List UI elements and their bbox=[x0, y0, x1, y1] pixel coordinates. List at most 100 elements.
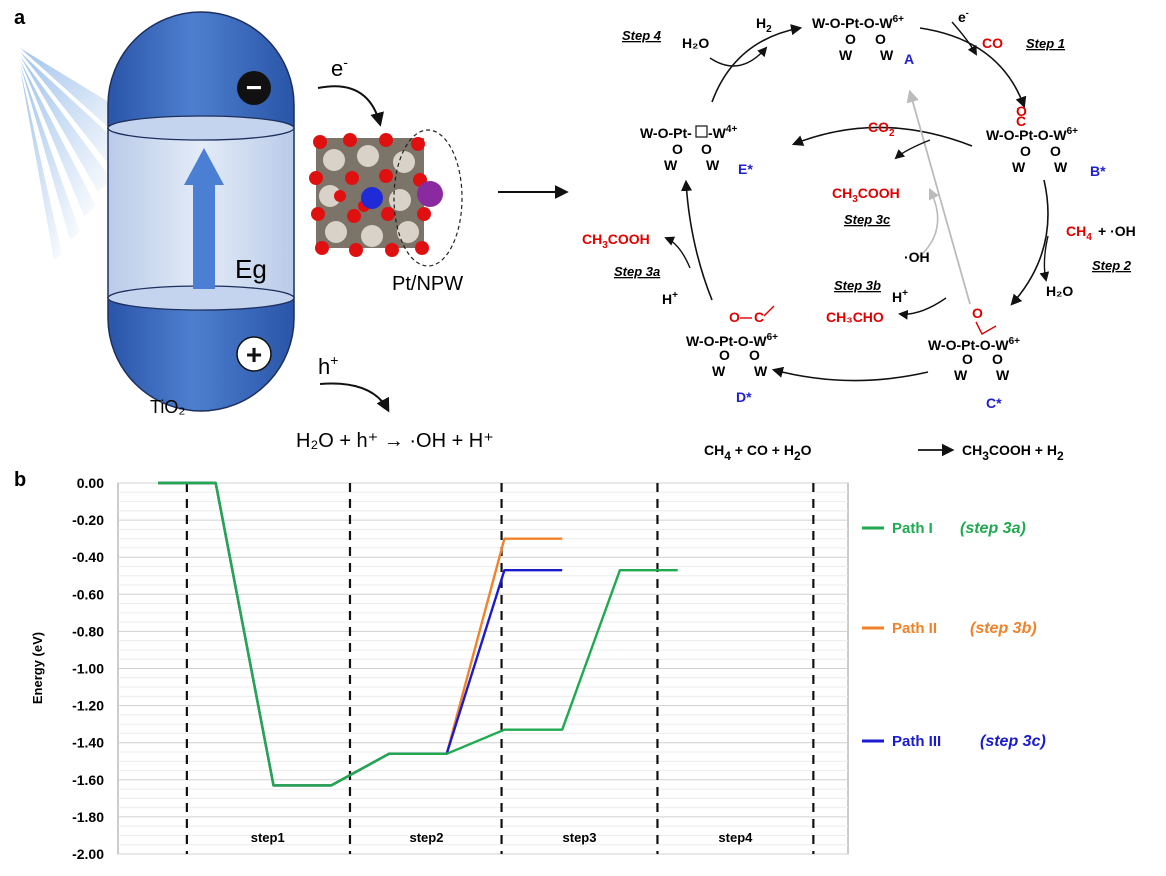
species-c-o-left: O bbox=[962, 351, 973, 367]
energy-chart: 0.00-0.20-0.40-0.60-0.80-1.00-1.20-1.40-… bbox=[30, 475, 1046, 862]
y-tick-label: -0.80 bbox=[72, 623, 104, 639]
ch3cho-out-arrow-icon bbox=[898, 297, 947, 320]
legend-series-step: (step 3a) bbox=[960, 520, 1026, 537]
y-tick-label: -1.40 bbox=[72, 735, 104, 751]
species-d-o: O bbox=[729, 309, 740, 325]
ch3cooh-3c-product: CH3COOH bbox=[832, 185, 900, 205]
species-e-o-right: O bbox=[701, 141, 712, 157]
chart-legend: Path I (step 3a) Path II (step 3b) Path III (… bbox=[862, 520, 1046, 750]
species-c-w-right: W bbox=[996, 367, 1010, 383]
step-axis-label: step1 bbox=[251, 830, 285, 845]
oh-3c: ·OH bbox=[904, 249, 930, 265]
species-a-fragment: W-O-Pt-O-W6+ bbox=[812, 14, 904, 31]
h2-out-arrow-icon bbox=[709, 46, 768, 67]
species-a-w-left: W bbox=[839, 47, 853, 63]
y-axis-label: Energy (eV) bbox=[30, 632, 45, 704]
band-gap-label: Eg bbox=[235, 254, 267, 284]
y-tick-label: -1.80 bbox=[72, 809, 104, 825]
ch4-reagent: CH4 bbox=[1066, 223, 1092, 243]
step1-label: Step 1 bbox=[1026, 36, 1065, 51]
ch3cooh-3a-product: CH3COOH bbox=[582, 231, 650, 251]
species-c-w-left: W bbox=[954, 367, 968, 383]
cycle-arrow-b-e-icon bbox=[791, 126, 973, 147]
legend-series-step: (step 3c) bbox=[980, 733, 1046, 750]
species-e-fragment-right: -W4+ bbox=[708, 124, 737, 141]
species-b-w-left: W bbox=[1012, 159, 1026, 175]
support-label: TiO₂ bbox=[150, 397, 185, 417]
y-tick-label: -1.00 bbox=[72, 661, 104, 677]
species-a-o-right: O bbox=[875, 31, 886, 47]
step-axis-label: step3 bbox=[563, 830, 597, 845]
step3c-label: Step 3c bbox=[844, 212, 891, 227]
vacancy-square-icon bbox=[695, 125, 708, 138]
cycle-arrow-e-a-icon bbox=[711, 24, 803, 103]
step3c-arrow-icon bbox=[906, 89, 971, 305]
panel-a-label: a bbox=[14, 7, 26, 29]
species-b-label: B* bbox=[1090, 163, 1106, 179]
legend-series-step: (step 3b) bbox=[970, 620, 1037, 637]
co2-product: CO2 bbox=[868, 119, 895, 139]
step4-label: Step 4 bbox=[622, 28, 662, 43]
h2o-step4: H₂O bbox=[682, 35, 709, 51]
species-e-label: E* bbox=[738, 161, 753, 177]
species-d-o-right: O bbox=[749, 347, 760, 363]
y-tick-label: -0.40 bbox=[72, 549, 104, 565]
species-b-o-left: O bbox=[1020, 143, 1031, 159]
catalyst-label: Pt/NPW bbox=[392, 273, 463, 295]
cycle-arrow-b-c-icon bbox=[1010, 179, 1049, 306]
species-a-label: A bbox=[904, 51, 914, 67]
ch3cooh-out-arrow-icon bbox=[664, 236, 691, 269]
step3c-branch-arrow-icon bbox=[917, 187, 940, 259]
y-tick-label: 0.00 bbox=[77, 475, 104, 491]
step3b-label: Step 3b bbox=[834, 278, 881, 293]
species-c-o: O bbox=[972, 305, 983, 321]
species-a-o-left: O bbox=[845, 31, 856, 47]
hole-reaction: H₂O + h⁺ → ·OH + H⁺ bbox=[296, 430, 494, 452]
species-a-w-right: W bbox=[880, 47, 894, 63]
legend-series-name: Path II bbox=[892, 620, 937, 637]
overall-products: CH3COOH + H2 bbox=[962, 442, 1064, 463]
electron-circle-icon bbox=[237, 71, 271, 105]
cycle-arrow-a-b-icon bbox=[919, 27, 1027, 109]
species-d-w-left: W bbox=[712, 363, 726, 379]
h2o-out-arrow-icon bbox=[1039, 235, 1050, 282]
species-c-fragment: W-O-Pt-O-W6+ bbox=[928, 336, 1020, 353]
cycle-arrow-d-e-icon bbox=[680, 179, 713, 301]
hole-label: h+ bbox=[318, 352, 338, 379]
species-b-w-right: W bbox=[1054, 159, 1068, 175]
h-plus-step3b: H+ bbox=[892, 288, 908, 305]
cycle-electron: e- bbox=[958, 8, 969, 25]
y-tick-label: -0.20 bbox=[72, 512, 104, 528]
species-b-o: O bbox=[1016, 103, 1027, 119]
co-reagent: CO bbox=[982, 35, 1003, 51]
catalytic-cycle: W-O-Pt-O-W6+ O O W W A O C W-O-Pt-O-W6+ … bbox=[582, 8, 1136, 463]
step2-label: Step 2 bbox=[1092, 258, 1132, 273]
band-gap-arrow-icon bbox=[184, 148, 224, 289]
light-rays-icon bbox=[20, 48, 135, 260]
species-b-fragment: W-O-Pt-O-W6+ bbox=[986, 126, 1078, 143]
minus-sign: − bbox=[246, 72, 262, 103]
series-line-path-i bbox=[158, 481, 678, 787]
step-axis-label: step4 bbox=[718, 830, 753, 845]
y-tick-label: -2.00 bbox=[72, 846, 104, 862]
legend-series-name: Path I bbox=[892, 520, 933, 537]
species-d-c: C bbox=[754, 309, 764, 325]
species-e-fragment-left: W-O-Pt- bbox=[640, 125, 692, 141]
species-d-methyl-bond-icon bbox=[763, 305, 775, 317]
oh-reagent: + ·OH bbox=[1098, 223, 1136, 239]
co2-out-arrow-icon bbox=[894, 139, 931, 160]
h-plus-step3a: H+ bbox=[662, 290, 678, 307]
plus-sign: + bbox=[246, 339, 262, 370]
species-b-c: C bbox=[1016, 113, 1026, 129]
species-b-o-right: O bbox=[1050, 143, 1061, 159]
species-d-fragment: W-O-Pt-O-W6+ bbox=[686, 332, 778, 349]
species-d-label: D* bbox=[736, 389, 752, 405]
species-e-w-left: W bbox=[664, 157, 678, 173]
electron-label: e- bbox=[331, 54, 348, 81]
species-c-label: C* bbox=[986, 395, 1002, 411]
y-tick-label: -1.20 bbox=[72, 698, 104, 714]
legend-series-name: Path III bbox=[892, 733, 941, 750]
chart-series bbox=[158, 481, 678, 787]
